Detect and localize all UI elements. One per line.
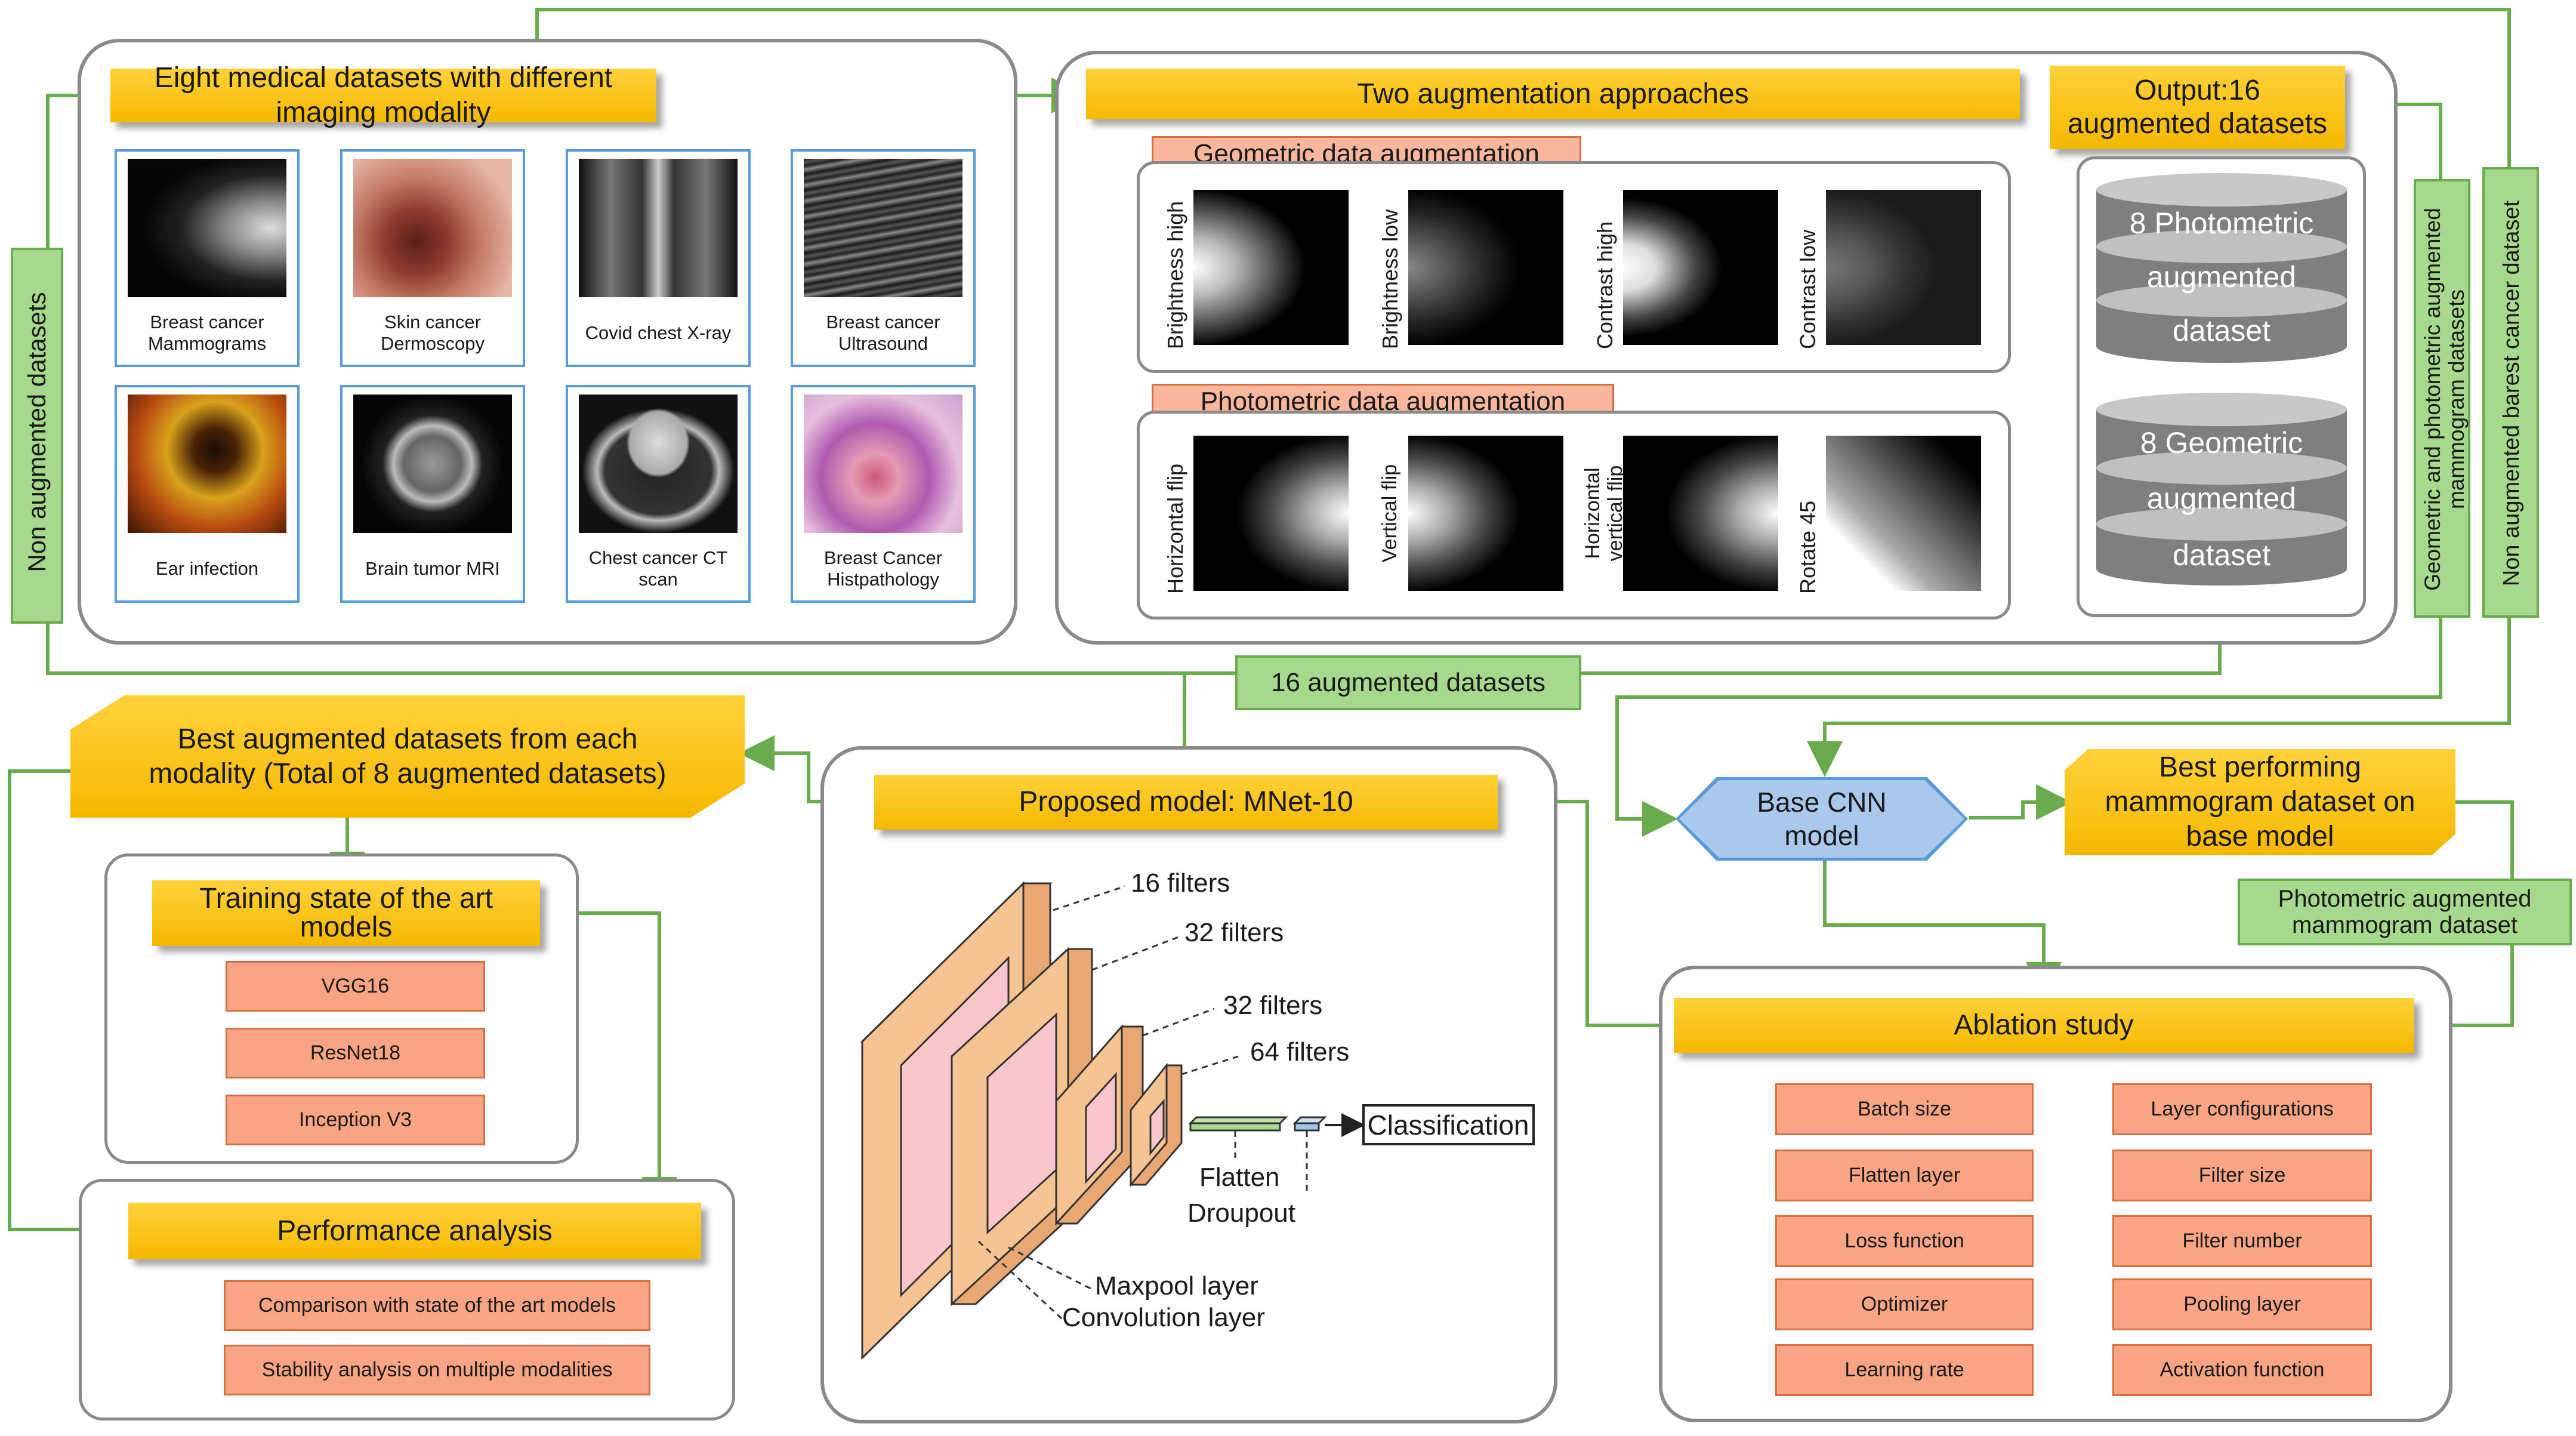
contrast-low-image (1826, 190, 1981, 345)
best-performing-box: Best performing mammogram dataset on bas… (2065, 749, 2455, 855)
dataset-card-brain-mri: Brain tumor MRI (340, 385, 525, 603)
ablation-flatten-layer: Flatten layer (1775, 1150, 2034, 1201)
dataset-caption: Skin cancer Dermoscopy (381, 312, 485, 354)
augmented-16-label: 16 augmented datasets (1235, 655, 1581, 710)
filter-label-32b: 32 filters (1223, 991, 1323, 1020)
arrow-training-to-performance (540, 911, 677, 1213)
convolution-label: Convolution layer (1062, 1303, 1265, 1332)
dataset-caption: Breast cancer Mammograms (147, 312, 267, 354)
dermoscopy-image (353, 159, 512, 297)
db-line: dataset (2172, 538, 2270, 572)
line-geophoto-to-base (1615, 618, 2442, 837)
training-title: Training state of the art models (152, 880, 540, 946)
ablation-filter-number: Filter number (2112, 1215, 2372, 1267)
performance-stability: Stability analysis on multiple modalitie… (224, 1345, 650, 1395)
dataset-card-chest-ct: Chest cancer CT scan (566, 385, 751, 603)
performance-comparison: Comparison with state of the art models (224, 1280, 650, 1331)
leader-32b (1142, 1007, 1215, 1037)
dropout-label: Droupout (1187, 1198, 1296, 1228)
best-augmented-box: Best augmented datasets from each modali… (70, 695, 745, 818)
maxpool-layer-3 (1085, 1072, 1117, 1184)
proposed-title: Proposed model: MNet-10 (874, 775, 1498, 830)
line-non-augmented-left (46, 94, 2222, 675)
leader-conv (977, 1240, 1063, 1320)
dropout-layer (1294, 1122, 1320, 1132)
ablation-batch-size: Batch size (1775, 1083, 2034, 1135)
classification-label: Classification (1367, 1110, 1529, 1141)
dataset-caption: Ear infection (155, 558, 259, 579)
leader-16 (1053, 885, 1125, 911)
arrow-base-to-best (1969, 784, 2072, 820)
vertical-flip-image (1408, 436, 1563, 591)
model-inceptionv3: Inception V3 (226, 1095, 485, 1145)
rotate-45-image (1826, 436, 1981, 591)
maxpool-label: Maxpool layer (1095, 1271, 1258, 1301)
chest-xray-image (579, 159, 738, 297)
dataset-caption: Chest cancer CT scan (588, 547, 728, 590)
db-line: 8 Geometric (2140, 426, 2303, 460)
flatten-layer (1189, 1122, 1281, 1132)
non-aug-barest-box: Non augmented barest cancer dataset (2482, 167, 2539, 618)
classification-box (1362, 1104, 1535, 1145)
model-resnet18: ResNet18 (226, 1028, 485, 1078)
db-line: augmented (2146, 260, 2297, 294)
otoscopy-image (128, 395, 286, 533)
photometric-database-icon: 8 Photometric augmented dataset (2096, 173, 2347, 370)
chest-ct-image (579, 395, 738, 533)
line-best-augmented-to-performance (8, 769, 135, 1247)
ablation-title: Ablation study (1674, 998, 2414, 1053)
horizontal-flip-image (1193, 436, 1349, 591)
ablation-optimizer: Optimizer (1775, 1278, 2034, 1330)
base-cnn-box: Base CNN model (1679, 780, 1964, 858)
augmentation-title: Two augmentation approaches (1086, 69, 2020, 119)
maxpool-layer-4 (1149, 1099, 1165, 1156)
leader-64 (1181, 1055, 1239, 1076)
brain-mri-image (353, 395, 512, 533)
db-line: 8 Photometric (2129, 207, 2314, 240)
mammogram-image (128, 159, 286, 297)
photometric-mammogram-box: Photometric augmented mammogram dataset (2238, 879, 2572, 945)
filter-label-16: 16 filters (1131, 868, 1230, 898)
brightness-high-image (1193, 190, 1349, 345)
dataset-caption: Covid chest X-ray (585, 322, 732, 343)
dataset-caption: Brain tumor MRI (365, 558, 500, 579)
model-vgg16: VGG16 (226, 961, 485, 1012)
filter-label-32a: 32 filters (1184, 918, 1284, 947)
dataset-card-chest-xray: Covid chest X-ray (566, 149, 751, 367)
dataset-card-ultrasound: Breast cancer Ultrasound (791, 149, 976, 367)
ablation-loss-function: Loss function (1775, 1215, 2034, 1267)
ablation-filter-size: Filter size (2112, 1150, 2372, 1201)
leader-32a (1091, 936, 1179, 971)
line-base-to-ablation (1823, 853, 2062, 998)
flatten-label: Flatten (1199, 1163, 1280, 1192)
geo-photo-label-box: Geometric and photometric augmented mamm… (2414, 179, 2470, 618)
ablation-learning-rate: Learning rate (1775, 1344, 2034, 1396)
output-label: Output:16 augmented datasets (2050, 66, 2345, 149)
horizontal-vertical-flip-image (1623, 436, 1778, 591)
dataset-caption: Breast Cancer Histpathology (823, 547, 943, 590)
line-barest-to-base (1807, 618, 2511, 777)
ablation-activation-function: Activation function (2112, 1344, 2372, 1396)
filter-label-64: 64 filters (1250, 1037, 1350, 1067)
db-line: dataset (2172, 314, 2270, 347)
db-line: augmented (2146, 482, 2297, 515)
dataset-card-dermoscopy: Skin cancer Dermoscopy (340, 149, 525, 367)
leader-maxpool (1008, 1246, 1093, 1290)
dataset-card-mammogram: Breast cancer Mammograms (115, 149, 300, 367)
contrast-high-image (1623, 190, 1778, 345)
dataset-caption: Breast cancer Ultrasound (826, 312, 940, 354)
ultrasound-image (804, 159, 962, 297)
dataset-card-ear: Ear infection (115, 385, 300, 603)
performance-title: Performance analysis (128, 1203, 701, 1259)
dataset-card-histopathology: Breast Cancer Histpathology (791, 385, 976, 603)
geometric-database-icon: 8 Geometric augmented dataset (2096, 393, 2347, 596)
non-augmented-box: Non augmented datasets (11, 248, 63, 624)
brightness-low-image (1408, 190, 1563, 345)
ablation-layer-configurations: Layer configurations (2112, 1083, 2372, 1135)
conv-layer-4 (1130, 1062, 1168, 1188)
ablation-pooling-layer: Pooling layer (2112, 1278, 2372, 1330)
histopathology-image (804, 395, 962, 533)
